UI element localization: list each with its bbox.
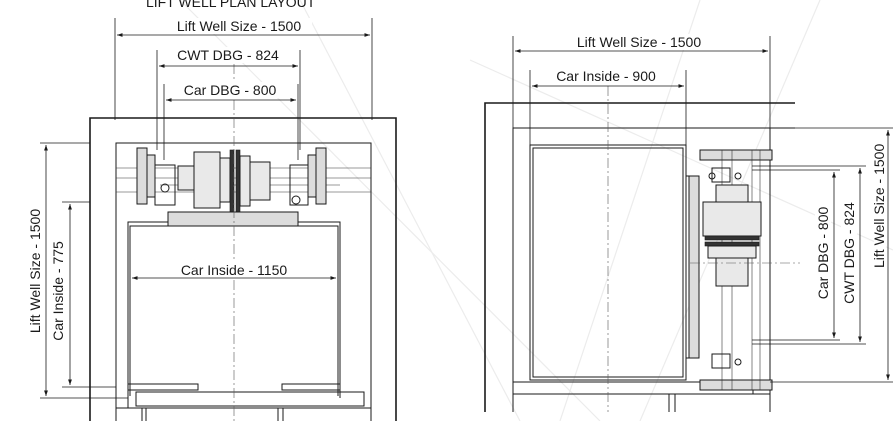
left-well-outer-wall <box>89 117 397 421</box>
watermark-graphic <box>179 0 893 421</box>
right-well-outer-wall <box>484 102 795 412</box>
left-cwt-dbg-label: CWT DBG - 824 <box>177 47 279 63</box>
right-well-inner-wall <box>512 127 771 412</box>
left-plan: Lift Well Size - 1500 CWT DBG - 824 Car … <box>27 18 397 421</box>
left-well-inner-wall <box>115 142 372 421</box>
left-car-inside-depth-label: Car Inside - 775 <box>50 241 66 341</box>
right-cwt-dbg-label: CWT DBG - 824 <box>841 202 857 304</box>
right-well-width-label: Lift Well Size - 1500 <box>577 34 701 50</box>
right-well-depth-label: Lift Well Size - 1500 <box>871 144 887 268</box>
left-car-inside-width-label: Car Inside - 1150 <box>181 262 288 278</box>
right-machine <box>702 167 762 369</box>
right-car-inside-width-label: Car Inside - 900 <box>556 68 656 84</box>
left-machine <box>160 149 301 213</box>
left-well-depth-label: Lift Well Size - 1500 <box>27 209 43 333</box>
right-plan: Lift Well Size - 1500 Car Inside - 900 C… <box>484 34 893 412</box>
left-car-beam <box>167 211 299 227</box>
plan-header: LIFT WELL PLAN LAYOUT <box>146 0 316 10</box>
left-car-enclosure <box>127 221 341 398</box>
left-well-width-label: Lift Well Size - 1500 <box>177 18 301 34</box>
left-car-dbg-label: Car DBG - 800 <box>184 82 277 98</box>
right-car-side-frame <box>688 175 700 359</box>
right-car-dbg-label: Car DBG - 800 <box>815 206 831 299</box>
